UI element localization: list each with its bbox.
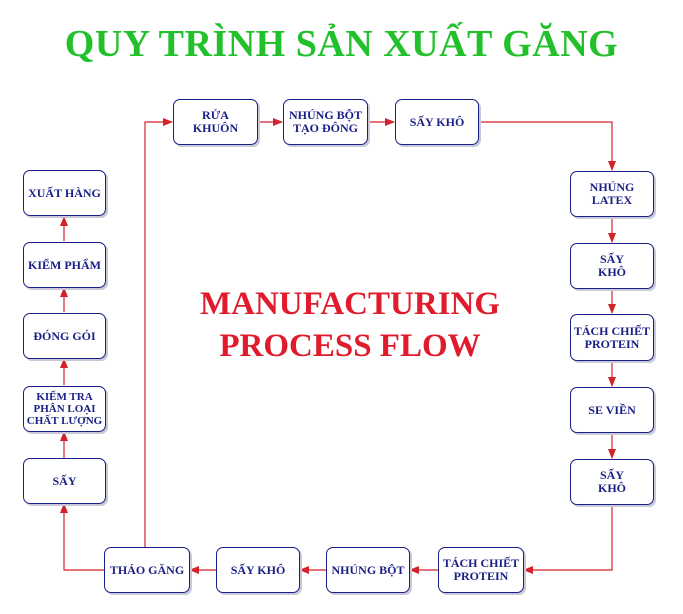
step-tach-chiet-protein-1: TÁCH CHIẾT PROTEIN [570,314,654,361]
center-caption: MANUFACTURING PROCESS FLOW [140,283,560,367]
step-rua-khuon: RỬA KHUÔN [173,99,258,145]
step-xuat-hang: XUẤT HÀNG [23,170,106,216]
diagram-title: QUY TRÌNH SẢN XUẤT GĂNG [64,23,619,65]
step-kiem-tra-phan-loai: KIỂM TRA PHÂN LOẠI CHẤT LƯỢNG [23,386,106,432]
step-se-vien: SE VIỀN [570,387,654,433]
arrow-say-kho-1-to-nhung-latex [479,121,616,171]
step-nhung-bot-tao-dong: NHÚNG BỘT TẠO ĐÔNG [283,99,368,145]
step-thao-gang: THÁO GĂNG [104,547,190,593]
step-kiem-pham: KIỂM PHẨM [23,242,106,288]
arrow-thao-gang-to-rua-khuon [144,118,173,548]
step-nhung-bot: NHÚNG BỘT [326,547,410,593]
step-say: SẤY [23,458,106,504]
step-say-kho-2: SẤY KHÔ [570,243,654,289]
step-say-kho-1: SẤY KHÔ [395,99,479,145]
step-say-kho-3: SẤY KHÔ [570,459,654,505]
step-nhung-latex: NHÚNG LATEX [570,171,654,217]
center-caption-line-1: MANUFACTURING [199,286,501,322]
step-say-kho-4: SẤY KHÔ [216,547,300,593]
step-dong-goi: ĐÓNG GÓI [23,313,106,359]
arrow-thao-gang-to-say [60,503,104,571]
arrow-say-kho-3-to-tach-chiet-protein-2 [523,505,613,574]
center-caption-line-2: PROCESS FLOW [219,328,481,364]
step-tach-chiet-protein-2: TÁCH CHIẾT PROTEIN [438,547,524,593]
